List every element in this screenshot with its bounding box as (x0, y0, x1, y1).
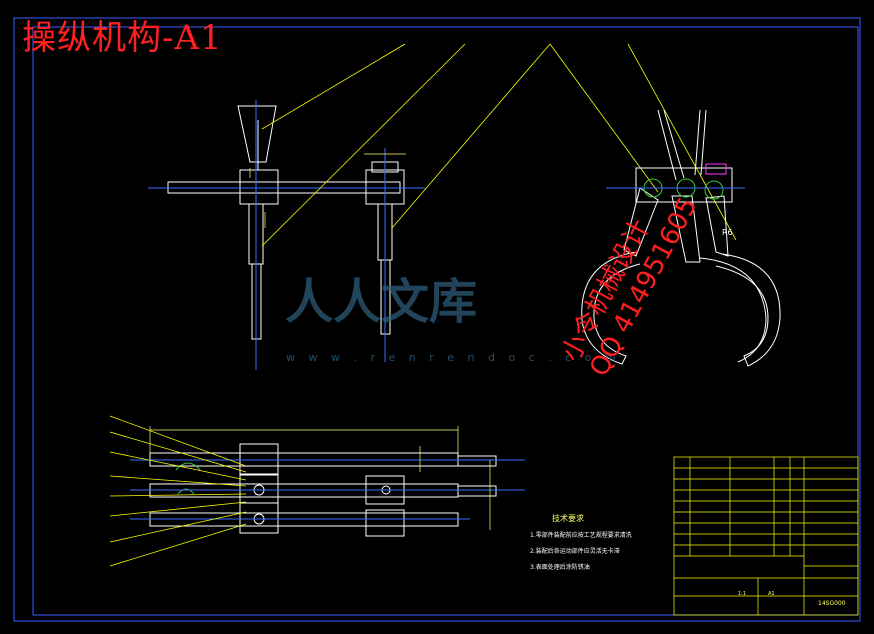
drawing-title: 操纵机构-A1 (22, 18, 223, 58)
tech-requirement-item: 1.零部件装配前应按工艺规程要求清洗 (530, 532, 632, 539)
radius-dimension: R6 (722, 228, 733, 237)
tech-requirement-item: 3.表面处理后涂防锈油 (530, 564, 590, 571)
inner-border (32, 26, 859, 616)
title-block-drawing-number: 14SG000 (818, 600, 846, 607)
title-block-scale: 1:1 (738, 591, 747, 597)
top-view-dimensions (149, 426, 491, 530)
leader-lines (261, 43, 737, 247)
top-view-accent (175, 462, 201, 495)
title-block-sheet: A1 (768, 591, 775, 597)
top-view-leaders (109, 415, 247, 567)
title-block (673, 456, 859, 616)
outer-border (13, 17, 861, 622)
front-view-dimensions (249, 153, 406, 228)
front-view-centerlines (148, 100, 425, 370)
tech-requirement-item: 2.装配后各运动部件应灵活无卡滞 (530, 548, 620, 555)
watermark-url: w w w . r e n r e n d o c . c o m (286, 351, 621, 364)
top-view-centerlines (130, 459, 525, 520)
watermark-brand: 人人文库 (285, 274, 478, 330)
tech-requirements-heading: 技术要求 (552, 514, 584, 523)
side-view (581, 109, 781, 367)
